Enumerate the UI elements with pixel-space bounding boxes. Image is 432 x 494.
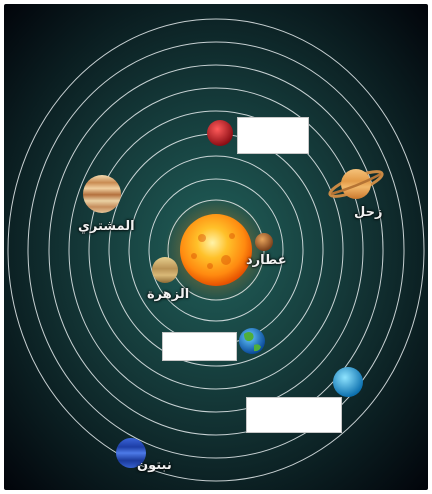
planet-neptune — [116, 438, 146, 468]
planet-mercury — [255, 233, 273, 251]
answer-box-uranus[interactable] — [246, 397, 342, 433]
orbit-ring — [68, 87, 364, 413]
answer-box-mars[interactable] — [237, 117, 309, 154]
sun-spots — [191, 233, 235, 269]
planet-jupiter — [83, 175, 121, 213]
label-venus: الزهرة — [147, 287, 190, 302]
planet-venus — [152, 257, 178, 283]
orbit-ring — [88, 110, 344, 390]
label-jupiter: المشتري — [78, 219, 135, 234]
solar-system-scene — [4, 4, 428, 490]
planet-mars — [207, 120, 233, 146]
label-neptune: نبتون — [137, 458, 172, 473]
orbit-rings — [7, 18, 425, 482]
solar-system-diagram: المشتري زحل عطارد الزهرة نبتون — [4, 4, 428, 490]
planet-uranus — [333, 367, 363, 397]
sun — [180, 214, 252, 286]
orbit-ring — [48, 64, 384, 436]
label-mercury: عطارد — [246, 253, 287, 268]
orbit-ring — [7, 18, 425, 482]
orbit-ring — [148, 178, 284, 322]
orbit-ring — [27, 41, 405, 459]
planet-earth — [239, 328, 265, 354]
label-saturn: زحل — [354, 205, 383, 220]
answer-box-earth[interactable] — [162, 332, 237, 361]
planet-saturn — [328, 169, 384, 199]
